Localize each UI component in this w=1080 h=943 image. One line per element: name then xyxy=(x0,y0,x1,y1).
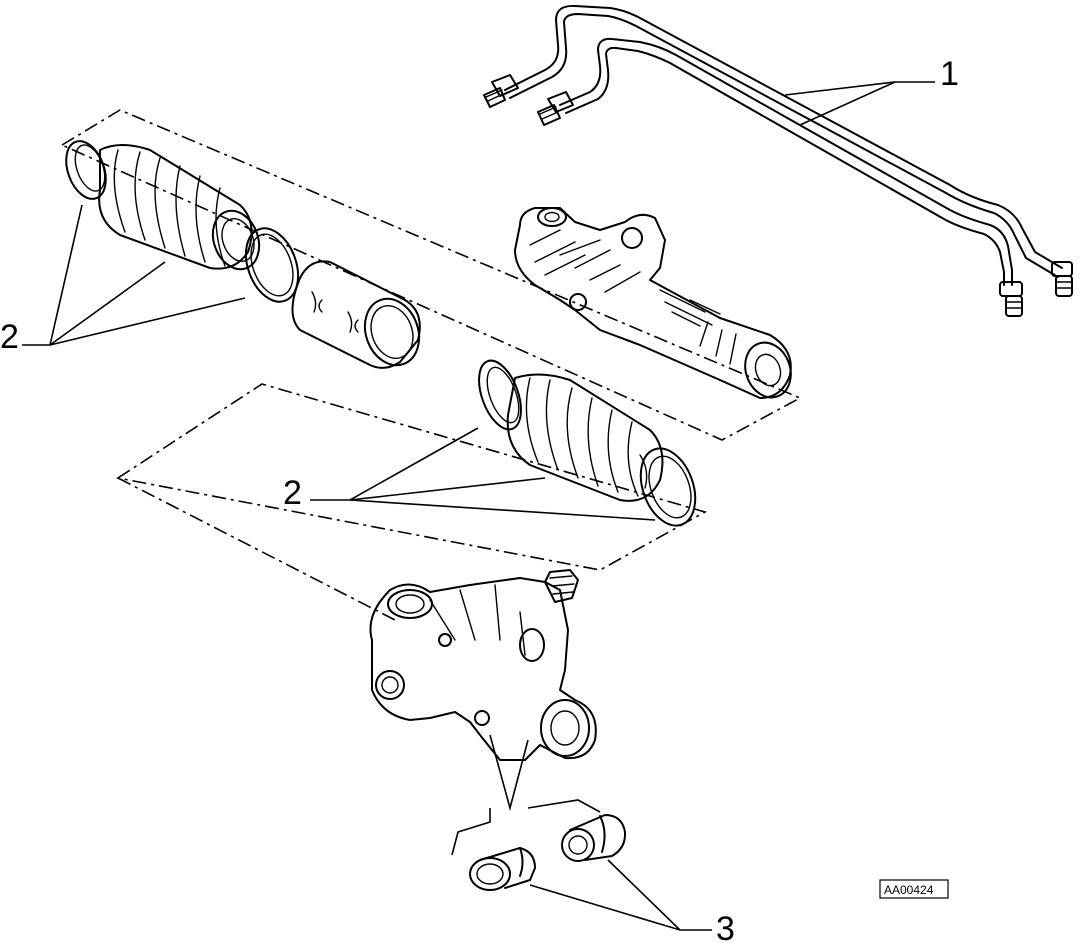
lower-bellows-boot xyxy=(478,359,697,527)
steering-gear-tube xyxy=(514,207,792,399)
callout-item-1: 1 xyxy=(940,55,959,93)
reference-code-box: AA00424 xyxy=(879,879,949,899)
leader-lines-item-1 xyxy=(784,81,935,126)
bushing-right xyxy=(561,814,627,862)
pipe-fitting-right-a xyxy=(1051,261,1073,297)
callout-item-3: 3 xyxy=(716,910,735,943)
callout-item-2-upper: 2 xyxy=(0,318,19,356)
pipe-fitting-left-a xyxy=(483,74,519,108)
reference-code: AA00424 xyxy=(884,883,934,897)
bushing-left xyxy=(469,847,536,891)
leader-lines-item-3 xyxy=(451,734,712,931)
callout-item-2-lower: 2 xyxy=(283,474,302,512)
hydraulic-pipes xyxy=(483,4,1073,317)
assembly-outline-lower xyxy=(115,383,708,571)
pipe-fitting-right-b xyxy=(999,281,1023,317)
steering-box-housing xyxy=(369,569,597,761)
rack-sleeve xyxy=(291,260,421,369)
leader-lines-item-2-upper xyxy=(22,204,246,346)
axis-line-to-housing xyxy=(117,477,396,621)
pipe-fitting-left-b xyxy=(537,91,574,126)
leader-lines-item-2-lower xyxy=(310,427,656,521)
assembly-outline-upper xyxy=(60,109,802,441)
upper-clamp-ring xyxy=(244,227,300,303)
